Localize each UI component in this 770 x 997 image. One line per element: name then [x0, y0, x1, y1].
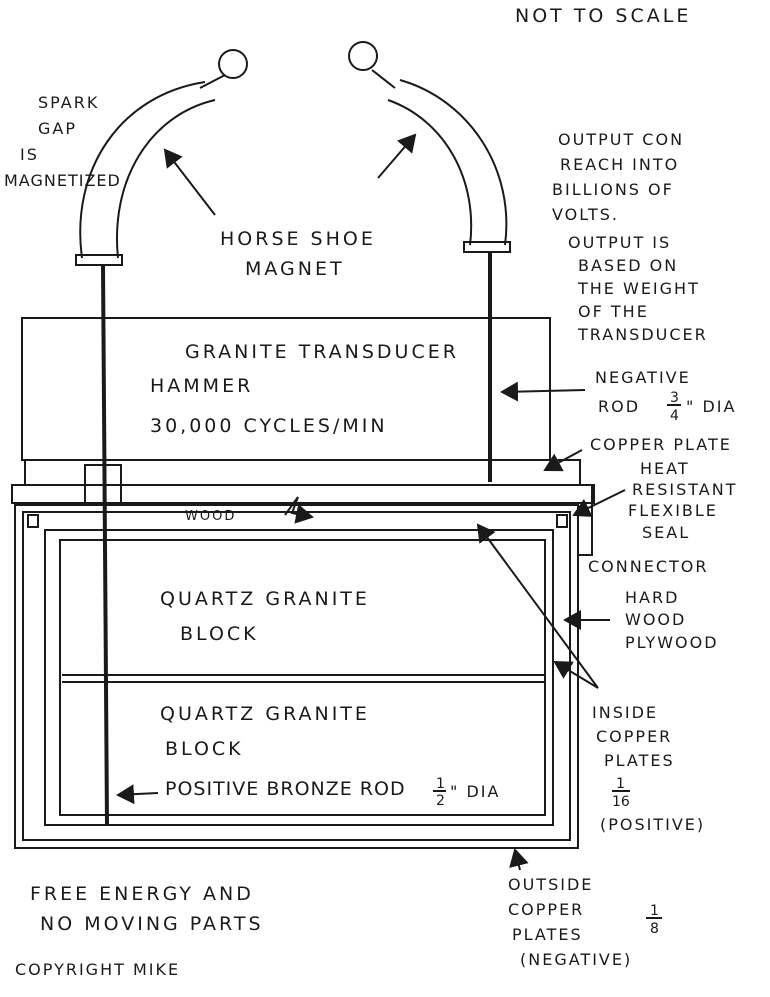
not-to-scale-note: NOT TO SCALE	[515, 5, 691, 27]
svg-text:BILLIONS OF: BILLIONS OF	[552, 180, 674, 199]
svg-text:1: 1	[436, 776, 445, 792]
svg-text:OUTPUT IS: OUTPUT IS	[568, 233, 671, 252]
svg-text:OUTSIDE: OUTSIDE	[508, 875, 593, 894]
svg-text:COPPER: COPPER	[596, 727, 672, 746]
plywood-label: HARD WOOD PLYWOOD	[625, 588, 719, 652]
magnet-label-line1: HORSE SHOE	[220, 228, 376, 250]
svg-text:1: 1	[616, 776, 625, 792]
svg-text:MAGNETIZED: MAGNETIZED	[4, 171, 121, 190]
horseshoe-magnet	[75, 41, 511, 266]
svg-text:OUTPUT CON: OUTPUT CON	[558, 130, 684, 149]
svg-text:ROD: ROD	[598, 397, 640, 416]
svg-text:PLATES: PLATES	[512, 925, 583, 944]
svg-text:IS: IS	[20, 145, 39, 164]
positive-rod-label: POSITIVE BRONZE ROD 1 2 " DIA	[165, 776, 500, 809]
svg-text:VOLTS.: VOLTS.	[552, 205, 619, 224]
copyright: COPYRIGHT MIKE	[15, 960, 180, 979]
svg-text:1: 1	[650, 903, 659, 919]
wood-label: WOOD	[185, 509, 236, 524]
svg-text:(NEGATIVE): (NEGATIVE)	[520, 950, 632, 969]
spark-ball-left	[218, 49, 248, 79]
seal-label: HEAT RESISTANT FLEXIBLE SEAL	[628, 459, 737, 542]
footer-line1: FREE ENERGY AND	[30, 883, 254, 905]
svg-text:(POSITIVE): (POSITIVE)	[600, 815, 705, 834]
svg-text:PLATES: PLATES	[604, 751, 675, 770]
svg-text:3: 3	[670, 390, 679, 406]
svg-text:FLEXIBLE: FLEXIBLE	[628, 501, 718, 520]
svg-text:REACH INTO: REACH INTO	[560, 155, 679, 174]
svg-text:THE WEIGHT: THE WEIGHT	[577, 279, 700, 298]
svg-text:POSITIVE BRONZE ROD: POSITIVE BRONZE ROD	[165, 778, 406, 800]
outside-plates-label: OUTSIDE COPPER PLATES 1 8 (NEGATIVE)	[508, 875, 662, 969]
svg-text:COPPER: COPPER	[508, 900, 584, 919]
positive-bronze-rod	[101, 264, 109, 826]
svg-text:SPARK: SPARK	[38, 93, 99, 112]
inside-copper-plates	[44, 529, 554, 826]
copper-plate-label: COPPER PLATE	[590, 435, 732, 454]
cycles-label: 30,000 CYCLES/MIN	[150, 415, 388, 437]
upper-block-label: QUARTZ GRANITE	[160, 588, 370, 610]
svg-text:NEGATIVE: NEGATIVE	[595, 368, 691, 387]
svg-text:HEAT: HEAT	[640, 459, 690, 478]
connector-label: CONNECTOR	[588, 557, 708, 576]
svg-text:TRANSDUCER: TRANSDUCER	[577, 325, 708, 344]
svg-text:BASED ON: BASED ON	[578, 256, 678, 275]
granite-transducer	[21, 317, 551, 461]
svg-text:PLYWOOD: PLYWOOD	[625, 633, 719, 652]
svg-text:OF THE: OF THE	[578, 302, 649, 321]
svg-text:" DIA: " DIA	[686, 397, 736, 416]
svg-text:2: 2	[436, 793, 445, 809]
spark-gap-label: SPARK GAP IS MAGNETIZED	[4, 93, 121, 190]
svg-text:4: 4	[670, 408, 679, 424]
magnet-label-line2: MAGNET	[245, 258, 345, 280]
svg-text:16: 16	[612, 794, 630, 810]
svg-text:" DIA: " DIA	[450, 782, 500, 801]
svg-text:HARD: HARD	[625, 588, 679, 607]
svg-text:WOOD: WOOD	[625, 610, 686, 629]
negative-rod-label: NEGATIVE ROD 3 4 " DIA	[595, 368, 736, 424]
svg-text:INSIDE: INSIDE	[592, 703, 658, 722]
svg-text:RESISTANT: RESISTANT	[632, 480, 737, 499]
footer-line2: NO MOVING PARTS	[40, 913, 264, 935]
svg-text:GAP: GAP	[38, 119, 77, 138]
arrows	[116, 133, 626, 871]
upper-block-label-2: BLOCK	[180, 623, 259, 645]
output-note: OUTPUT CON REACH INTO BILLIONS OF VOLTS.…	[552, 130, 708, 344]
spark-ball-right	[348, 41, 378, 71]
hammer-label: HAMMER	[150, 375, 253, 397]
lower-block-label: QUARTZ GRANITE	[160, 703, 370, 725]
lower-block-label-2: BLOCK	[165, 738, 244, 760]
inside-plates-label: INSIDE COPPER PLATES 1 16 (POSITIVE)	[592, 703, 705, 834]
transducer-label: GRANITE TRANSDUCER	[185, 341, 459, 363]
copper-plate	[24, 459, 581, 486]
svg-text:8: 8	[650, 921, 659, 937]
svg-text:SEAL: SEAL	[642, 523, 690, 542]
